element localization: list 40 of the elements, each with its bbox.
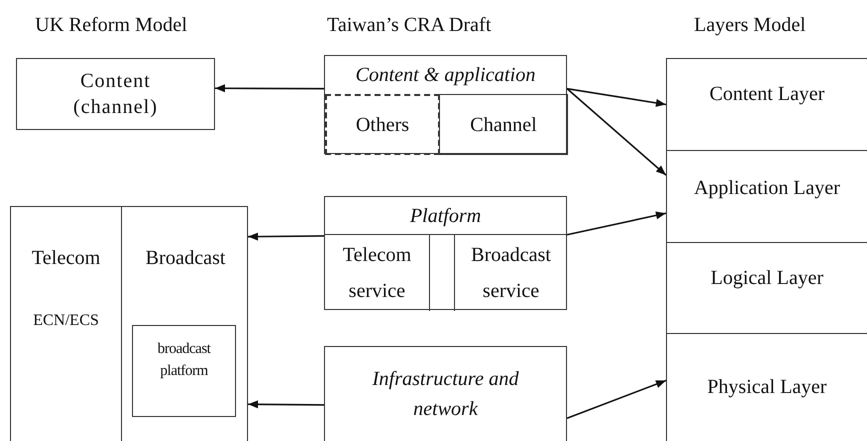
node-text: Logical Layer	[710, 266, 824, 291]
node-text: Physical Layer	[707, 375, 827, 400]
arrow	[566, 380, 666, 419]
arrow	[566, 88, 667, 176]
channel-box	[439, 94, 568, 155]
column-heading: Layers Model	[694, 13, 806, 38]
platform-box	[132, 325, 236, 417]
model-box	[16, 58, 215, 130]
dashed-box	[325, 94, 440, 155]
model-box	[10, 206, 248, 441]
node-text: Channel	[470, 112, 537, 138]
layer-box	[666, 333, 867, 441]
node-text: Application Layer	[694, 176, 840, 201]
node-text: broadcast platform	[156, 340, 212, 381]
node-text: Content (channel)	[72, 69, 159, 120]
node-text: Content Layer	[710, 82, 824, 107]
draft-box	[324, 196, 567, 310]
arrow	[566, 211, 666, 236]
draft-box	[324, 55, 567, 154]
column-heading: Taiwan’s CRA Draft	[327, 13, 492, 38]
arrow	[248, 232, 324, 241]
node-text: ECN/ECS	[33, 311, 99, 331]
node-text: Broadcast service	[470, 243, 552, 304]
node-text: Content & application	[356, 63, 536, 88]
layer-box	[666, 150, 867, 243]
node-text: Others	[356, 112, 410, 138]
draft-box	[324, 346, 567, 441]
empty-box	[429, 234, 455, 311]
arrow	[566, 88, 666, 107]
node-text: Infrastructure and network	[371, 367, 520, 422]
arrow	[215, 84, 324, 92]
node-text: Broadcast	[146, 246, 226, 271]
node-text: Telecom service	[342, 243, 412, 304]
node-text: Telecom	[32, 246, 100, 271]
node-text: Platform	[410, 204, 482, 229]
service-box	[325, 234, 430, 311]
arrow	[248, 400, 324, 408]
column-heading: UK Reform Model	[35, 13, 188, 38]
layer-box	[666, 242, 867, 334]
layer-box	[666, 58, 867, 151]
